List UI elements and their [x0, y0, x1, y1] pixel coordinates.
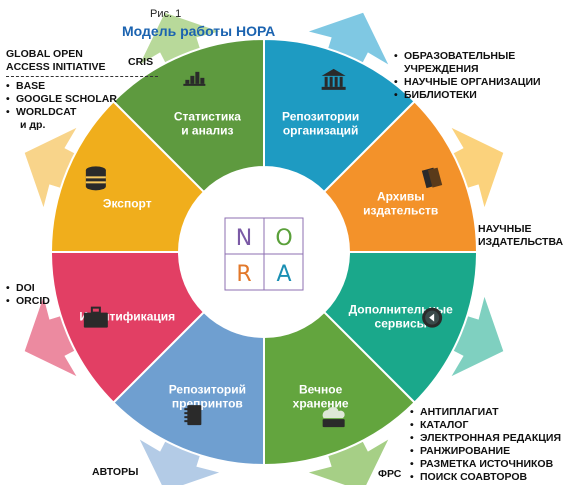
goai-divider — [6, 76, 158, 77]
note-global-open-access: GLOBAL OPEN ACCESS INITIATIVE BASE GOOGL… — [6, 48, 158, 132]
service-item: КАТАЛОГ — [410, 419, 561, 432]
institution-item: БИБЛИОТЕКИ — [394, 89, 570, 102]
institution-item: НАУЧНЫЕ ОРГАНИЗАЦИИ — [394, 76, 570, 89]
arrow-preprints — [139, 437, 220, 485]
service-item: ЭЛЕКТРОННАЯ РЕДАКЦИЯ — [410, 432, 561, 445]
cloud-drive-icon — [322, 406, 345, 428]
service-item: РАНЖИРОВАНИЕ — [410, 445, 561, 458]
goai-heading-line-1: GLOBAL OPEN — [6, 48, 83, 60]
figure-label: Рис. 1 — [150, 8, 182, 20]
goai-item: WORLDCAT — [6, 106, 158, 119]
notebook-icon — [184, 405, 202, 426]
nora-letter-r: R — [236, 262, 251, 287]
note-cris: CRIS — [128, 56, 154, 68]
segment-label-line: Репозиторий — [169, 383, 246, 397]
segment-label-export: Экспорт — [103, 196, 152, 210]
briefcase-icon — [83, 306, 108, 328]
note-services: АНТИПЛАГИАТ КАТАЛОГ ЭЛЕКТРОННАЯ РЕДАКЦИЯ… — [410, 406, 561, 484]
page-title: Модель работы НОРА — [122, 23, 276, 39]
identifier-item: DOI — [6, 282, 50, 295]
segment-label-line: Статистика — [174, 109, 241, 123]
service-item: ПОИСК СОАВТОРОВ — [410, 471, 561, 484]
segment-layer — [49, 37, 479, 467]
segment-label-line: Архивы — [377, 189, 425, 203]
segment-label-line: организаций — [283, 123, 359, 137]
center-logo: N O R A — [179, 167, 349, 337]
note-frs: ФРС — [378, 468, 402, 480]
database-icon — [85, 166, 106, 191]
note-publishers: НАУЧНЫЕ ИЗДАТЕЛЬСТВА — [478, 223, 563, 249]
nora-letter-o: O — [275, 226, 292, 251]
note-identifiers: DOI ORCID — [6, 282, 50, 308]
goai-heading-line-2: ACCESS INITIATIVE — [6, 61, 106, 73]
institution-icon — [321, 68, 346, 90]
segment-label-line: издательств — [363, 203, 438, 217]
service-item: РАЗМЕТКА ИСТОЧНИКОВ — [410, 458, 561, 471]
segment-label-line: Вечное — [299, 383, 343, 397]
identifier-item: ORCID — [6, 295, 50, 308]
nora-letter-n: N — [236, 226, 252, 251]
segment-icon-layer — [83, 68, 443, 428]
books-icon — [421, 167, 443, 189]
institution-item: ОБРАЗОВАТЕЛЬНЫЕ УЧРЕЖДЕНИЯ — [394, 50, 570, 76]
note-institutions: ОБРАЗОВАТЕЛЬНЫЕ УЧРЕЖДЕНИЯ НАУЧНЫЕ ОРГАН… — [394, 50, 570, 102]
nora-letter-a: A — [276, 262, 291, 287]
segment-label-line: препринтов — [172, 397, 243, 411]
segment-label-line: Репозитории — [282, 109, 359, 123]
segment-label-line: сервисы — [375, 317, 427, 331]
segment-label-line: и анализ — [181, 123, 233, 137]
goai-item: GOOGLE SCHOLAR — [6, 93, 158, 106]
publishers-line-1: НАУЧНЫЕ — [478, 223, 532, 235]
arrow-storage — [308, 437, 389, 485]
goai-item: BASE — [6, 80, 158, 93]
publishers-line-2: ИЗДАТЕЛЬСТВА — [478, 236, 564, 248]
goai-tail: и др. — [20, 119, 46, 131]
note-authors: АВТОРЫ — [92, 466, 139, 478]
play-button-icon — [422, 307, 443, 328]
segment-label-line: Экспорт — [103, 196, 152, 210]
segment-label-line: хранение — [293, 397, 349, 411]
bar-chart-icon — [183, 71, 206, 86]
service-item: АНТИПЛАГИАТ — [410, 406, 561, 419]
